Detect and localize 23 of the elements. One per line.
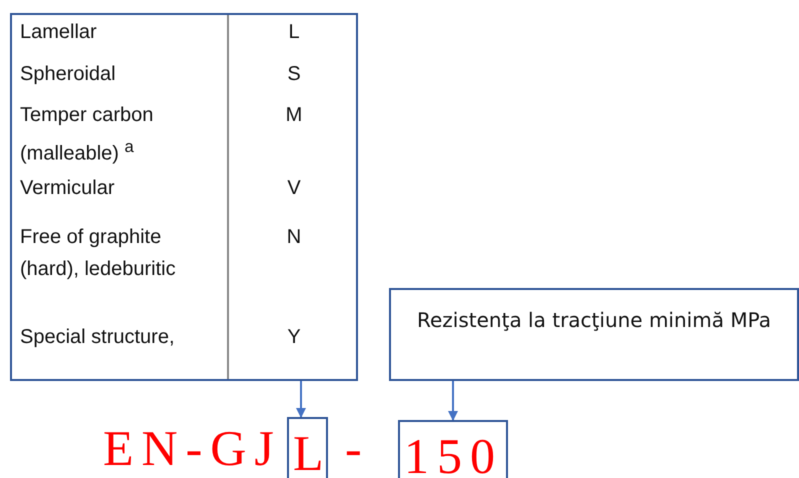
graphite-form: Spheroidal bbox=[20, 62, 117, 87]
grade-code: L bbox=[293, 425, 332, 478]
arrow bbox=[448, 381, 458, 421]
description-box bbox=[389, 288, 799, 381]
grade-code: 150 bbox=[404, 428, 503, 478]
form-symbol: L bbox=[287, 20, 301, 45]
form-symbol: N bbox=[286, 225, 302, 250]
grade-table bbox=[10, 13, 358, 381]
graphite-form: Lamellar bbox=[20, 20, 98, 45]
symbol-box bbox=[287, 417, 328, 478]
graphite-form: Free of graphite (hard), ledeburitic bbox=[20, 225, 177, 282]
form-symbol: S bbox=[286, 62, 302, 87]
form-symbol: M bbox=[284, 103, 304, 128]
grade-code: - bbox=[345, 420, 370, 476]
form-symbol: Y bbox=[286, 325, 302, 350]
box-text: Rezistenţa la tracţiune minimă MPa bbox=[416, 307, 772, 334]
arrow bbox=[296, 381, 306, 418]
grade-code: EN-GJ bbox=[103, 420, 282, 476]
graphite-form: Temper carbon (malleable) $^{a}$ bbox=[20, 103, 154, 167]
graphite-form: Vermicular bbox=[20, 176, 116, 201]
graphite-form: Special structure, bbox=[20, 325, 176, 350]
value-box bbox=[398, 420, 508, 478]
form-symbol: V bbox=[286, 176, 302, 201]
